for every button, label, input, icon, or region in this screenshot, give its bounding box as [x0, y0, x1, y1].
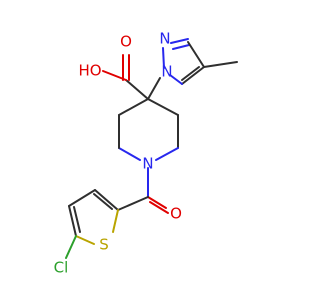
hydroxyl-label: HO [78, 62, 101, 80]
atom-labels: O HO N N N O S Cl [54, 30, 182, 277]
bond-carboxyl-c-oh [102, 70, 127, 81]
bond-pyrazole-n2-c3-b [172, 44, 190, 50]
bond-piperidine-c2-n [155, 147, 179, 161]
bond-thiophene-s-c2 [112, 209, 119, 233]
oxygen-label-carboxyl: O [120, 33, 132, 51]
bond-pyrazole-c5-n1 [169, 74, 183, 85]
nitrogen-label-pyrazole-n1: N [161, 63, 172, 81]
bond-thiophene-c4-c5-inner [73, 206, 81, 233]
bond-pyrazole-c3-c4 [187, 41, 205, 68]
bond-c4-pyrazole [147, 77, 161, 100]
bond-thiophene-c3-c4 [68, 189, 96, 207]
bond-c4-ccooh [125, 79, 149, 100]
bond-carbonyl-co-b [149, 201, 169, 214]
bond-piperidine-c5-c4 [118, 98, 149, 116]
bond-piperidine-c4-c3 [147, 98, 179, 116]
bond-thiophene-c2-c3 [94, 189, 119, 211]
chlorine-label: Cl [54, 259, 69, 277]
bond-pyrazole-c4-c5 [181, 66, 205, 85]
molecule-structure: O HO N N N O S Cl [53, 29, 238, 277]
oxygen-label-carbonyl: O [170, 205, 182, 223]
bond-pyrazole-n1-n2 [162, 47, 165, 69]
sulfur-label: S [99, 236, 109, 254]
bonds [65, 38, 238, 259]
bond-carbonyl-co-a [147, 196, 167, 209]
nitrogen-label-piperidine: N [142, 155, 153, 173]
bond-carbonyl-c-thiophene [117, 196, 149, 211]
bond-thiophene-c4-c5 [68, 205, 77, 237]
bond-pyrazole-n2-c3-a [170, 38, 189, 44]
bond-thiophene-cl [65, 235, 77, 259]
nitrogen-label-pyrazole-n2: N [159, 30, 170, 48]
bond-pyrazole-methyl [203, 61, 238, 68]
bond-piperidine-n-c6 [118, 147, 141, 161]
bond-thiophene-c2-c3-inner [93, 193, 113, 210]
bond-thiophene-c5-s [75, 235, 95, 245]
bond-pyrazole-c4-c5-inner [181, 66, 200, 81]
